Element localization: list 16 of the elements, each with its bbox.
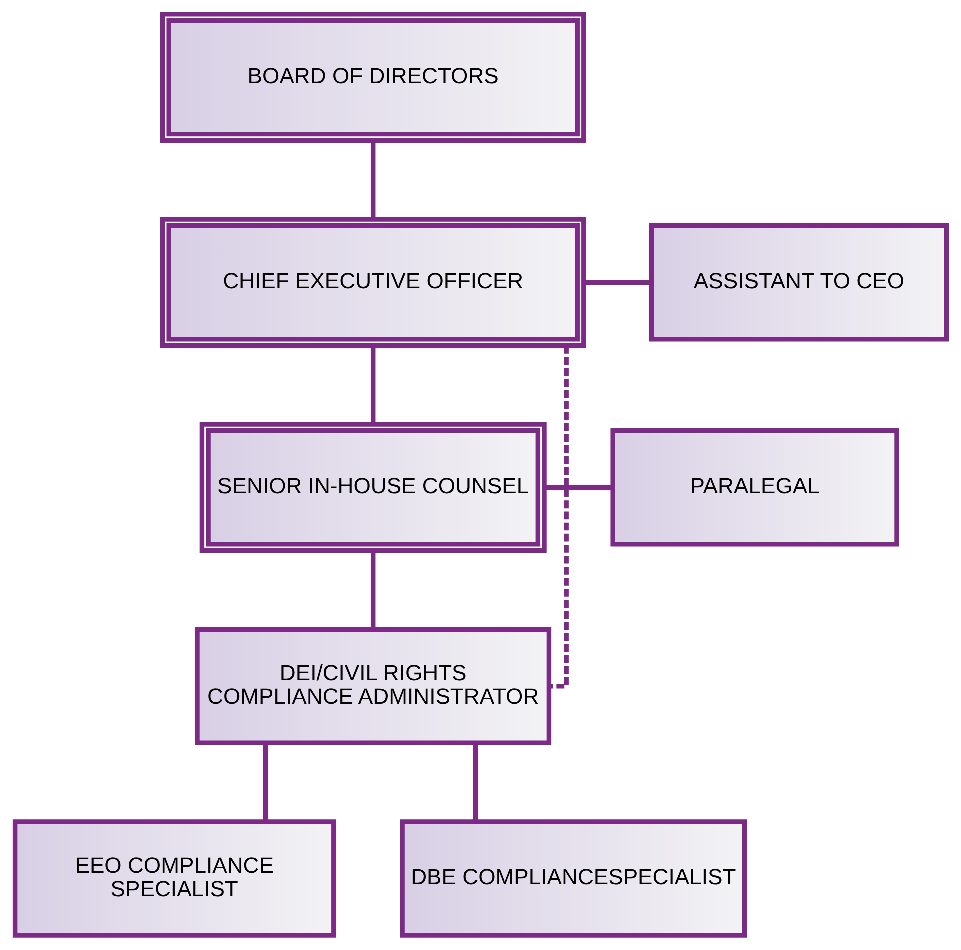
connector	[544, 485, 612, 490]
node-box: BOARD OF DIRECTORS	[160, 12, 586, 143]
node-box: SENIOR IN-HOUSE COUNSEL	[199, 422, 546, 554]
connector	[370, 346, 376, 424]
connector	[473, 744, 478, 822]
connector	[370, 551, 376, 629]
connector	[548, 346, 568, 689]
node-box: PARALEGAL	[610, 428, 899, 547]
node-box: EEO COMPLIANCE SPECIALIST	[12, 820, 336, 938]
node-box: CHIEF EXECUTIVE OFFICER	[160, 217, 586, 348]
connector	[262, 744, 268, 822]
connector	[370, 140, 376, 220]
node-box: ASSISTANT TO CEO	[648, 223, 949, 342]
node-box: DEI/CIVIL RIGHTS COMPLIANCE ADMINISTRATOR	[194, 627, 552, 746]
node-box: DBE COMPLIANCESPECIALIST	[400, 820, 747, 938]
connector	[584, 280, 651, 285]
